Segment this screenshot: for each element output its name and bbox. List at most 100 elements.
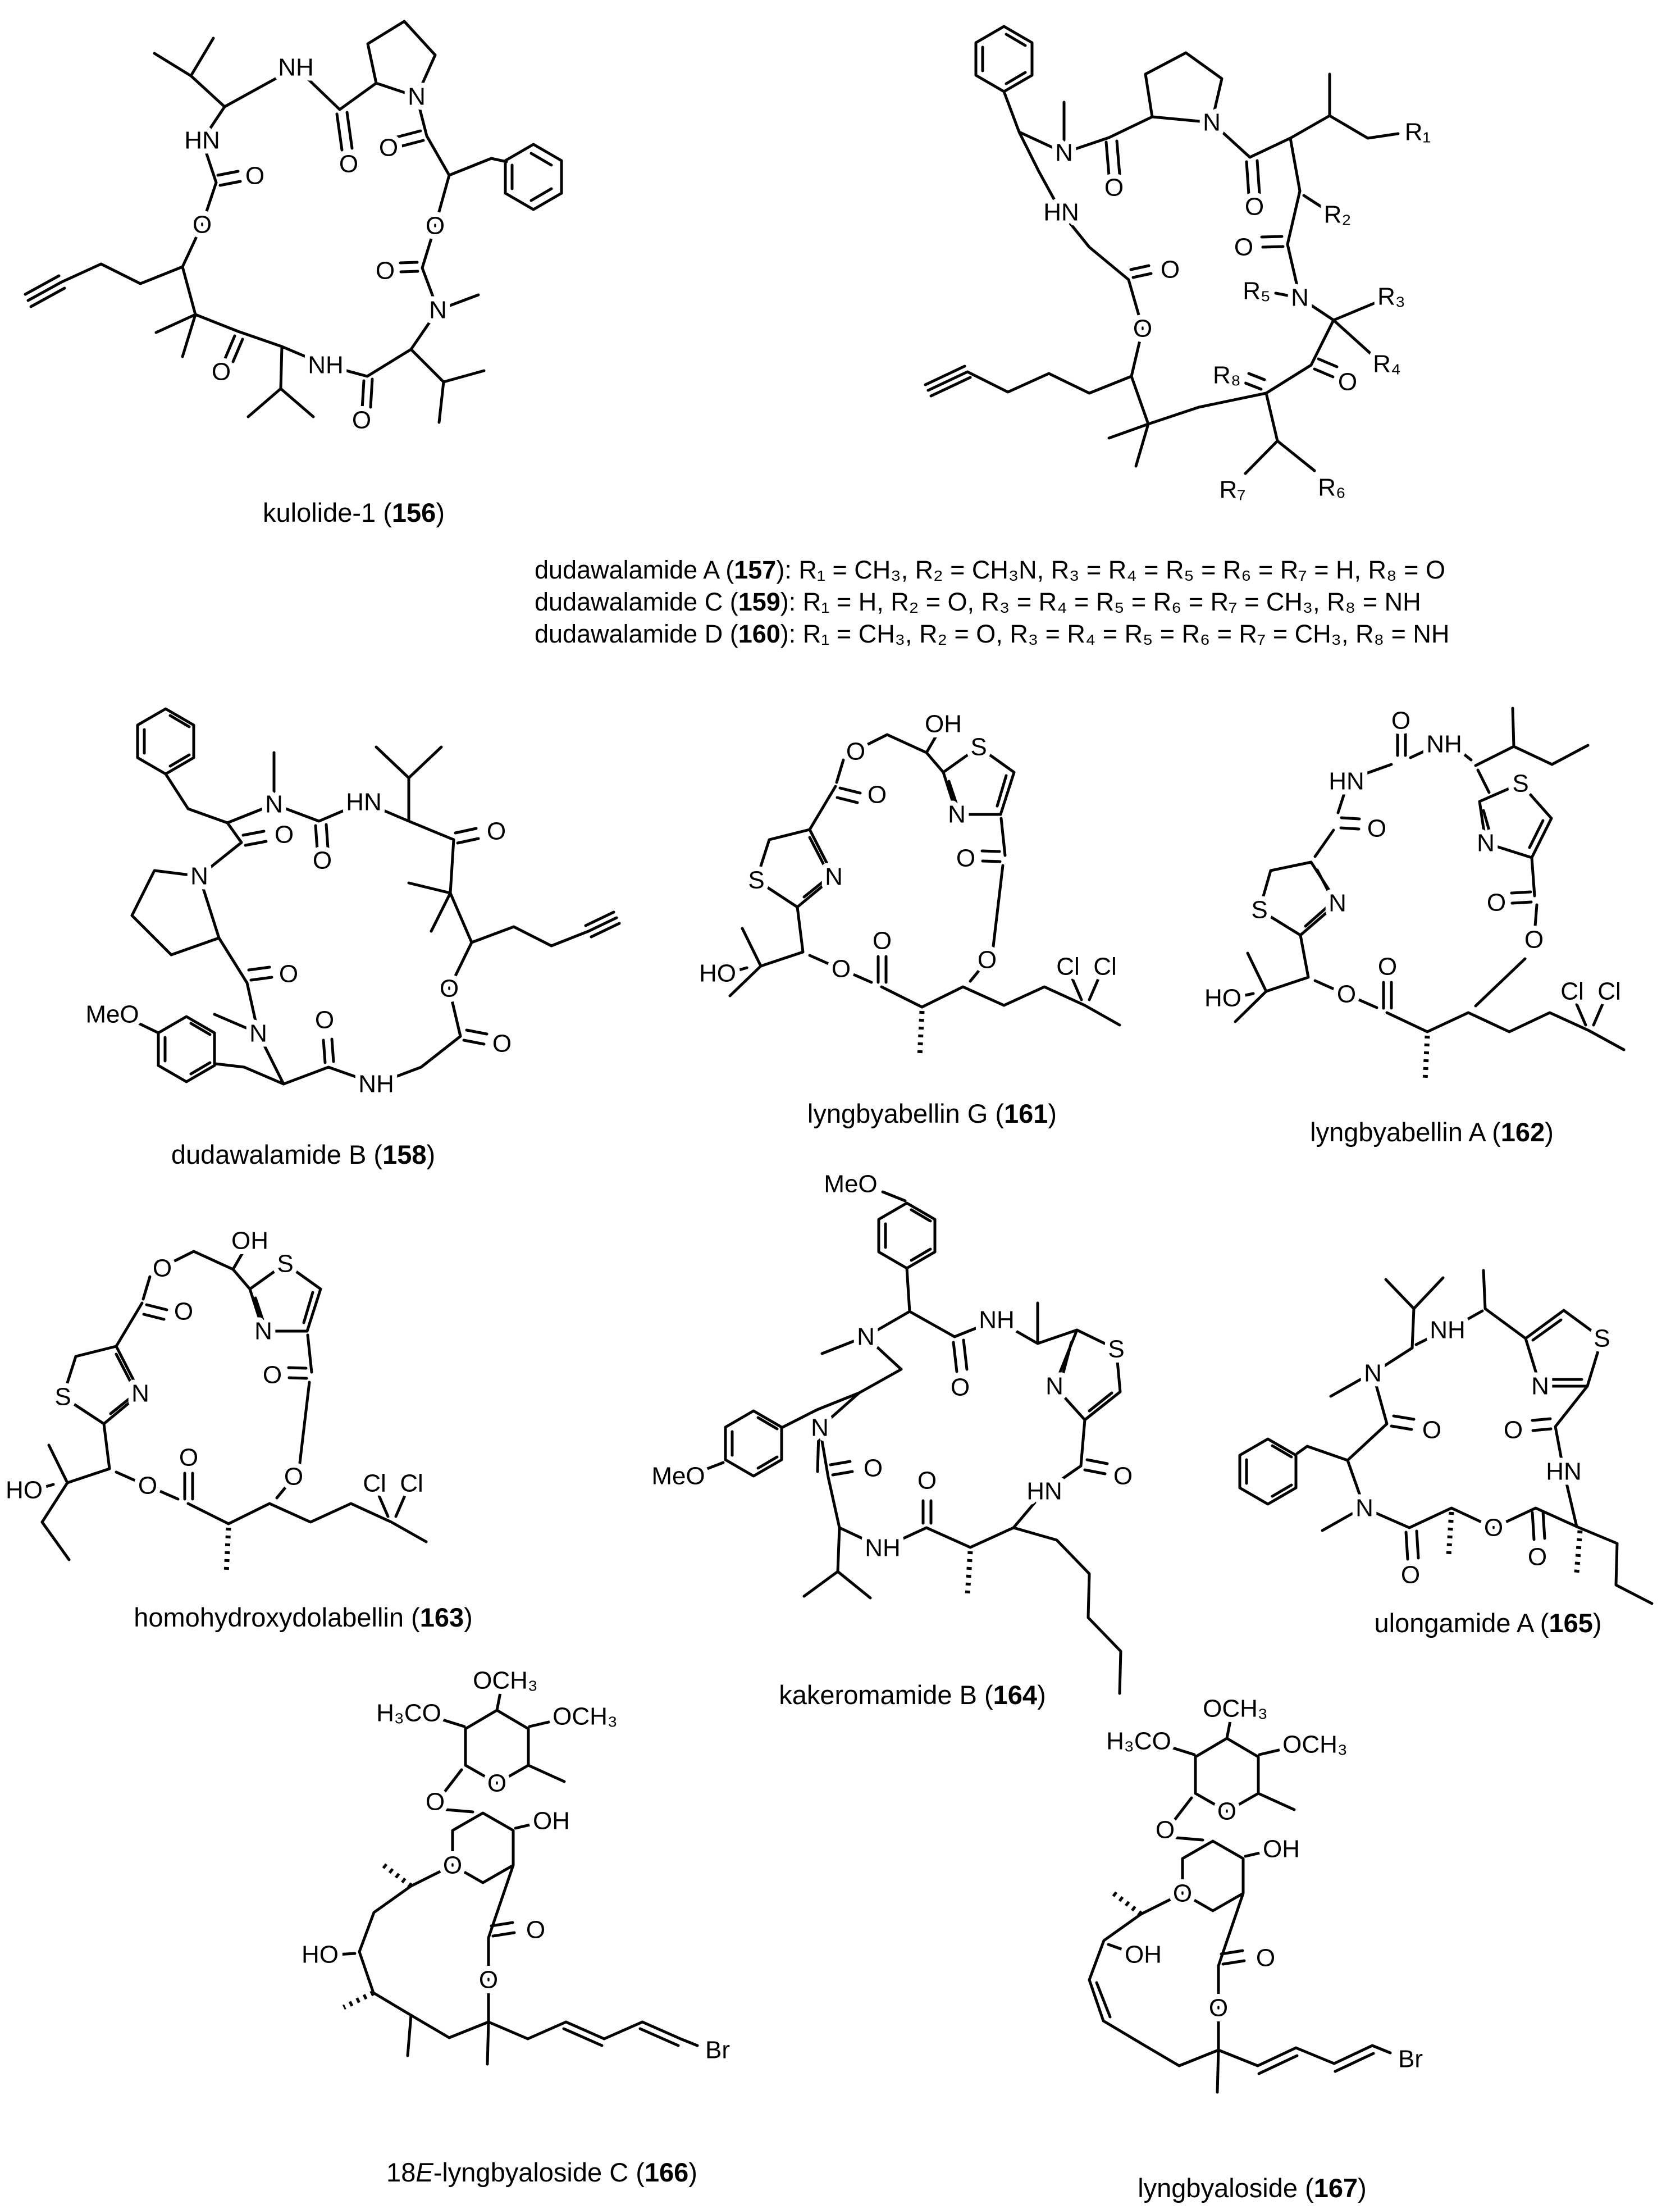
- atom-label: O: [426, 212, 445, 240]
- atom-label: N: [131, 1380, 149, 1408]
- atom-label: O: [487, 1770, 506, 1797]
- atom-label: O: [487, 818, 506, 845]
- caption-number: 162: [1500, 1117, 1545, 1147]
- caption-text: ): [426, 1140, 436, 1169]
- structure-homohydroxydolabellin: OH O O S N HO O O O O S N Cl Cl: [1, 1222, 428, 1573]
- atom-label: O: [1217, 1798, 1236, 1825]
- atom-label: O: [492, 1030, 512, 1058]
- atom-label: Cl: [1093, 953, 1117, 981]
- atom-label: S: [748, 867, 764, 894]
- atom-label: N: [811, 1414, 829, 1442]
- caption-number: 156: [391, 498, 436, 527]
- atom-label: O: [1161, 256, 1180, 284]
- atom-label: O: [193, 211, 212, 239]
- atom-label: O: [832, 955, 851, 983]
- atom-label: N: [265, 791, 283, 818]
- atom-label: O: [1378, 953, 1397, 981]
- caption-text: dudawalamide B (: [171, 1140, 383, 1169]
- atom-label: N: [1291, 284, 1309, 312]
- hashed-bond: [1111, 1891, 1143, 1916]
- atom-label: O: [917, 1467, 937, 1495]
- atom-label: NH: [278, 54, 314, 81]
- atom-label: O: [315, 1006, 334, 1034]
- bond-skeleton: [1234, 707, 1626, 1051]
- caption-lyngbyabellin-a: lyngbyabellin A (162): [1310, 1117, 1554, 1147]
- caption-text: lyngbyabellin A (: [1310, 1117, 1501, 1147]
- atom-label: H₃CO: [376, 1700, 441, 1727]
- caption-text: ): [1358, 2173, 1367, 2203]
- atom-label: HO: [1204, 985, 1241, 1012]
- atom-label: O: [1528, 1543, 1547, 1571]
- atom-label: HN: [184, 127, 220, 154]
- caption-text: -lyngbyaloside C (: [433, 2157, 645, 2187]
- atom-label: O: [352, 407, 371, 434]
- caption-homohydroxydolabellin: homohydroxydolabellin (163): [134, 1602, 473, 1633]
- atom-label: O: [153, 1255, 172, 1282]
- bond-skeleton: [335, 1691, 699, 2066]
- bond-skeleton: [924, 25, 1400, 475]
- atom-label: NH: [358, 1071, 394, 1098]
- rgroup-definitions: dudawalamide A (157): R₁ = CH₃, R₂ = CH₃…: [535, 554, 1449, 650]
- atom-label: R₇: [1220, 476, 1246, 504]
- rgroup-number: 159: [738, 587, 780, 616]
- rgroup-text: dudawalamide D (: [535, 620, 738, 648]
- atom-label: N: [1046, 1373, 1063, 1400]
- atom-label: O: [1234, 234, 1253, 261]
- atom-label: O: [443, 1852, 462, 1879]
- atom-label: O: [1337, 981, 1356, 1008]
- caption-lyngbyaloside: lyngbyaloside (167): [1138, 2172, 1367, 2203]
- atom-label: O: [479, 1966, 498, 1994]
- atom-label: HO: [302, 1941, 339, 1969]
- atom-label: O: [1487, 889, 1506, 917]
- atom-label: OH: [925, 710, 962, 738]
- atom-label: O: [1133, 315, 1152, 343]
- atom-label: R₄: [1373, 350, 1401, 378]
- structure-kakeromamide-b: MeO NH S N O HN O NH O N N O MeO: [646, 1165, 1138, 1695]
- atom-label: O: [951, 1374, 970, 1401]
- atom-label: Br: [1398, 2046, 1423, 2073]
- atom-label: O: [1504, 1417, 1523, 1444]
- caption-number: 166: [644, 2157, 689, 2187]
- structure-ulongamide-a: N O N O O O HN O N S NH: [1238, 1269, 1654, 1605]
- rgroup-text: ): R₁ = CH₃, R₂ = CH₃N, R₃ = R₄ = R₅ = R…: [776, 555, 1445, 584]
- bond-skeleton: [728, 733, 1121, 1027]
- atom-label: O: [1156, 1816, 1175, 1844]
- atom-label: O: [339, 151, 358, 178]
- atom-label: OH: [231, 1227, 268, 1255]
- hashed-bond: [343, 1862, 413, 2010]
- atom-label: Br: [705, 2037, 730, 2064]
- atom-label: O: [1401, 1561, 1420, 1589]
- rgroup-text: ): R₁ = CH₃, R₂ = O, R₃ = R₄ = R₅ = R₆ =…: [780, 620, 1450, 648]
- atom-label: O: [179, 1444, 198, 1472]
- atom-label: NH: [979, 1306, 1015, 1334]
- caption-text: kulolide-1 (: [263, 498, 392, 527]
- caption-text: kakeromamide B (: [779, 1680, 993, 1710]
- atom-label: O: [864, 1455, 883, 1482]
- hashed-bond: [965, 1551, 973, 1596]
- atom-label: N: [408, 83, 426, 111]
- atom-label: N: [1055, 139, 1073, 167]
- atom-label: Cl: [1560, 978, 1584, 1005]
- atom-label: OH: [1125, 1941, 1162, 1969]
- atom-label: HN: [1043, 199, 1079, 226]
- atom-label: N: [1531, 1373, 1549, 1400]
- atom-label: O: [1104, 174, 1124, 202]
- caption-text: ): [1037, 1680, 1046, 1710]
- caption-text: homohydroxydolabellin (: [134, 1602, 420, 1632]
- atom-label: N: [254, 1318, 272, 1345]
- atom-label: N: [190, 863, 208, 890]
- bond-skeleton: [130, 707, 621, 1086]
- atom-label: R₆: [1318, 474, 1346, 502]
- atom-label: S: [277, 1250, 293, 1278]
- atom-label: HO: [699, 960, 736, 987]
- atom-label: Cl: [1056, 953, 1080, 981]
- caption-text: ): [688, 2157, 697, 2187]
- caption-text: ulongamide A (: [1374, 1608, 1549, 1638]
- caption-number: 158: [382, 1140, 427, 1169]
- atom-label: MeO: [824, 1170, 877, 1198]
- atom-label: O: [1209, 1994, 1228, 2022]
- caption-text: ): [436, 498, 445, 527]
- atom-label: N: [948, 801, 966, 828]
- atom-label: S: [1512, 770, 1528, 798]
- caption-text: ): [1592, 1608, 1602, 1638]
